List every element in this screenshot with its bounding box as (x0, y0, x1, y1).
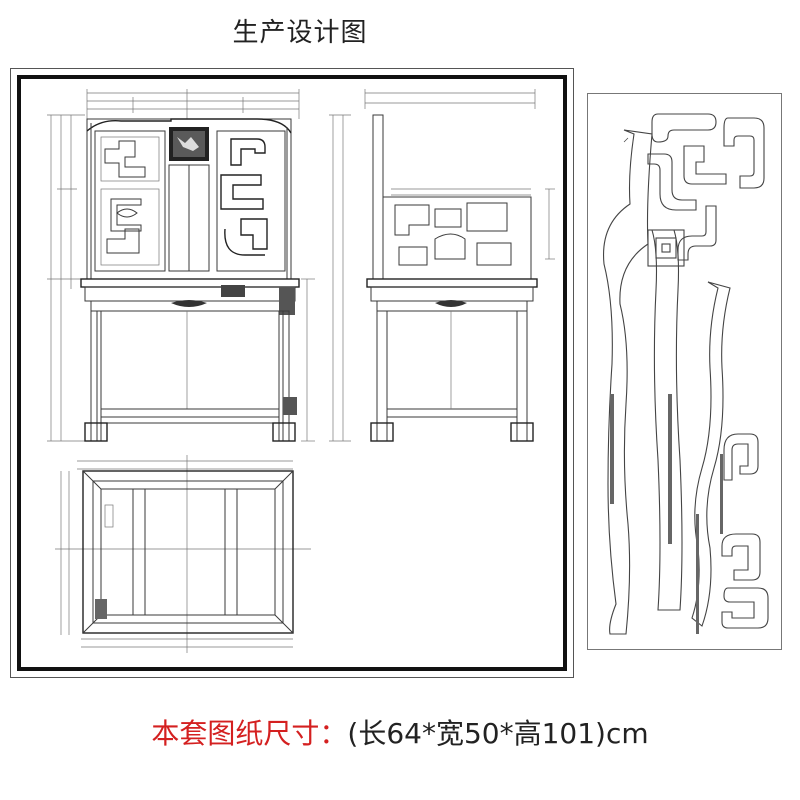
side-elevation (329, 89, 555, 442)
pattern-sheet (587, 93, 782, 650)
top-plan (55, 455, 311, 653)
hook-template-6 (723, 433, 759, 481)
hook-template-5 (677, 205, 717, 261)
page-title: 生产设计图 (232, 18, 368, 48)
dimension-caption: 本套图纸尺寸：(长64*宽50*高101)cm (0, 712, 800, 752)
spiral-template (647, 229, 685, 267)
leg-template-2 (651, 229, 683, 611)
leg-template-1 (602, 129, 653, 635)
technical-drawing (47, 89, 555, 653)
caption-label: 本套图纸尺寸： (151, 717, 348, 750)
hook-template-8 (721, 587, 769, 629)
hook-template-7 (721, 533, 761, 581)
hook-template-1 (651, 113, 717, 143)
hook-template-4 (647, 153, 697, 211)
template-notes (610, 394, 723, 634)
drawing-sheet-frame (10, 68, 574, 678)
component-templates (602, 113, 769, 635)
caption-dimensions: (长64*宽50*高101)cm (347, 717, 649, 750)
front-elevation (47, 89, 315, 442)
drawing-sheet-border (17, 75, 567, 671)
hook-template-2 (723, 117, 765, 189)
hook-template-3 (683, 145, 727, 185)
